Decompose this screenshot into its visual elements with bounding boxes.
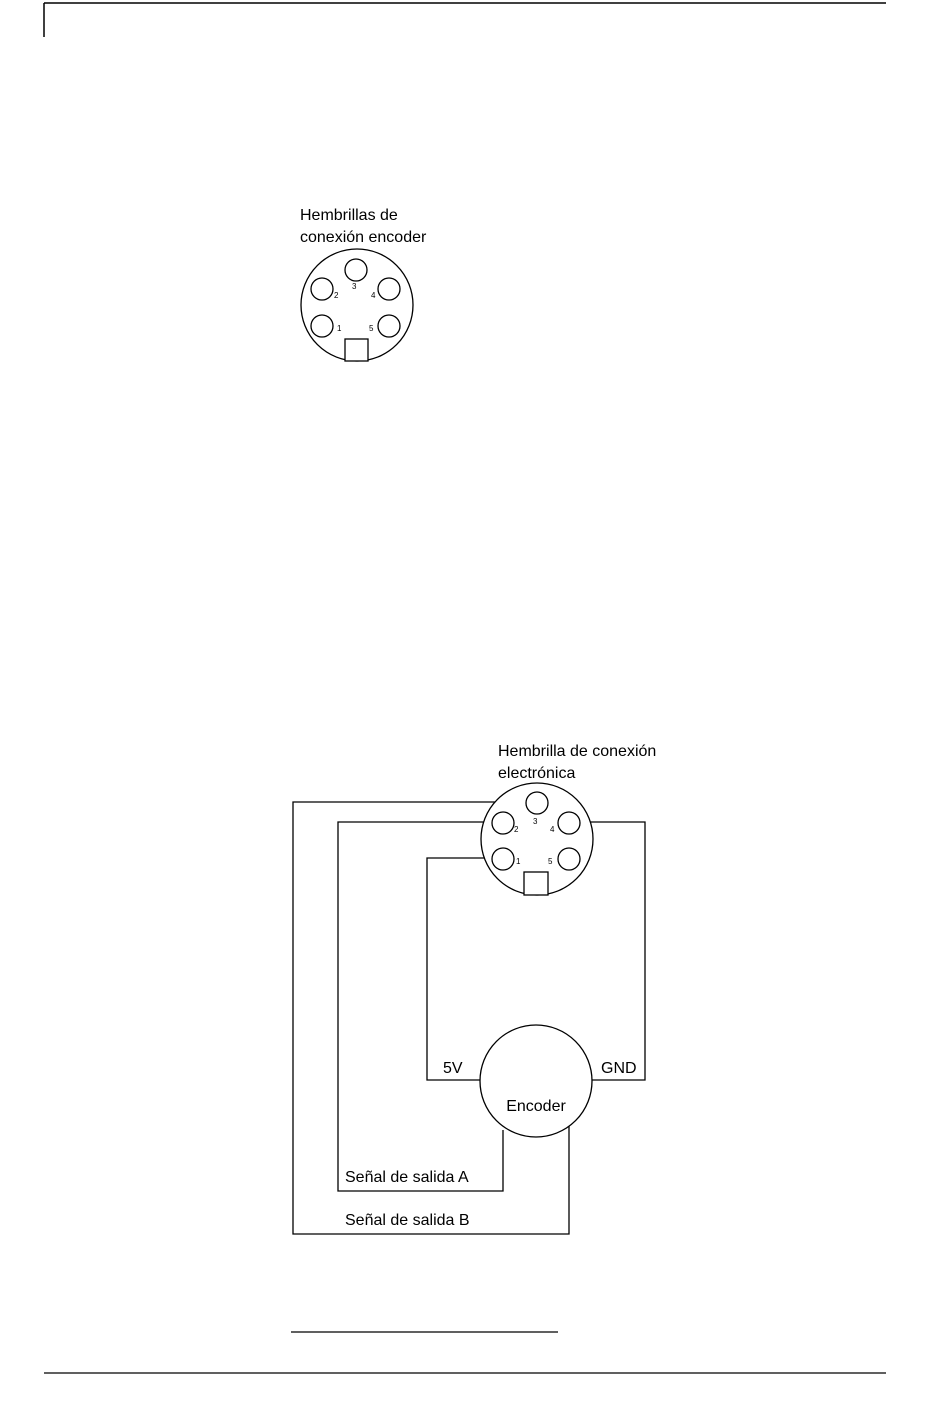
connector-top-pin-3 (345, 259, 367, 281)
wire-signal-a (338, 822, 503, 1191)
supply-label: 5V (443, 1058, 463, 1080)
connector-top-pin-5 (378, 315, 400, 337)
connector-bottom-pin-label-3: 3 (533, 817, 538, 826)
connector-bottom-pin-label-4: 4 (550, 825, 555, 834)
wire-5v (427, 858, 491, 1080)
connector-bottom-pin-label-2: 2 (514, 825, 519, 834)
ground-label: GND (601, 1058, 637, 1080)
connector-top-pin-label-1: 1 (337, 324, 342, 333)
connector-bottom-pin-label-5: 5 (548, 857, 553, 866)
connector-top-pin-label-2: 2 (334, 291, 339, 300)
connector-bottom-pin-4 (558, 812, 580, 834)
connector-top-pin-label-3: 3 (352, 282, 357, 291)
connector-bottom-pin-2 (492, 812, 514, 834)
connector-top-key (345, 339, 368, 361)
connector-top-diagram: 1 2 3 4 5 (301, 249, 413, 361)
connector-top-pin-2 (311, 278, 333, 300)
encoder-body (480, 1025, 592, 1137)
connector-bottom-key (524, 872, 548, 895)
connector-bottom-pin-3 (526, 792, 548, 814)
signal-b-label: Señal de salida B (345, 1210, 470, 1232)
connector-top-title-line2: conexión encoder (300, 227, 426, 249)
signal-a-label: Señal de salida A (345, 1167, 469, 1189)
connector-top-pin-1 (311, 315, 333, 337)
connector-bottom-title-line2: electrónica (498, 763, 575, 785)
connector-top-pin-label-4: 4 (371, 291, 376, 300)
connector-top-pin-4 (378, 278, 400, 300)
connector-bottom-title-line1: Hembrilla de conexión (498, 741, 656, 763)
connector-top-pin-label-5: 5 (369, 324, 374, 333)
encoder-label: Encoder (506, 1098, 566, 1115)
wire-gnd (588, 822, 645, 1080)
connector-top-title-line1: Hembrillas de (300, 205, 398, 227)
connector-bottom-pin-1 (492, 848, 514, 870)
connector-bottom-pin-5 (558, 848, 580, 870)
connector-bottom-pin-label-1: 1 (516, 857, 521, 866)
